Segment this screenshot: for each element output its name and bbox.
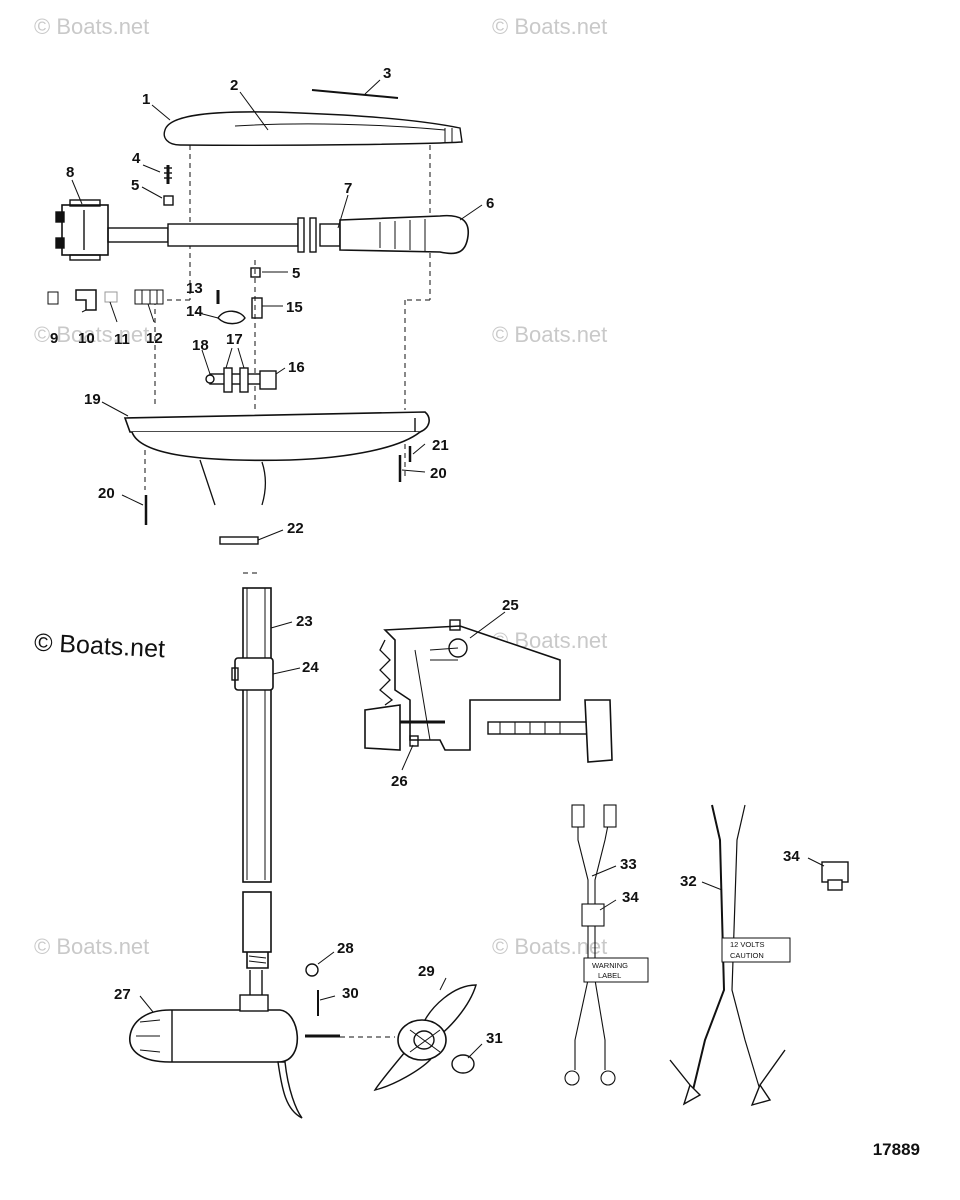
callout-10: 10 — [78, 330, 95, 347]
clamp-bracket — [364, 619, 613, 763]
callout-15: 15 — [286, 299, 303, 316]
tiller-handle — [107, 214, 469, 255]
callout-8: 8 — [66, 164, 74, 181]
speed-switch — [55, 199, 109, 261]
connector-plug — [821, 861, 849, 891]
warning-label-line1: WARNING — [592, 961, 628, 970]
callout-34a: 34 — [622, 889, 639, 906]
callout-33: 33 — [620, 856, 637, 873]
callout-30: 30 — [342, 985, 359, 1002]
callout-24: 24 — [302, 659, 319, 676]
bushing — [163, 195, 174, 206]
watermark: © Boats.net — [492, 14, 608, 39]
hardware-kit — [47, 289, 164, 311]
caution-label-line1: 12 VOLTS — [730, 940, 764, 949]
callout-32: 32 — [680, 873, 697, 890]
watermark: © Boats.net — [34, 934, 150, 959]
spacer — [251, 297, 263, 319]
callout-1: 1 — [142, 91, 150, 108]
propeller — [373, 984, 477, 1092]
caution-label-line2: CAUTION — [730, 951, 764, 960]
callout-14: 14 — [186, 303, 203, 320]
trolling-motor — [129, 994, 340, 1119]
decal-strip — [311, 89, 399, 99]
callout-29: 29 — [418, 963, 435, 980]
callout-2: 2 — [230, 77, 238, 94]
callout-31: 31 — [486, 1030, 503, 1047]
lead-wire — [564, 804, 649, 1086]
callout-5b: 5 — [292, 265, 300, 282]
bushing — [250, 267, 261, 278]
decal — [219, 536, 259, 545]
callout-34b: 34 — [783, 848, 800, 865]
callout-26: 26 — [391, 773, 408, 790]
nut — [305, 963, 319, 977]
bolt-assembly — [205, 367, 277, 393]
lower-housing — [123, 411, 430, 506]
callout-11: 11 — [114, 331, 130, 348]
callout-19: 19 — [84, 391, 101, 408]
callout-5a: 5 — [131, 177, 139, 194]
callout-22: 22 — [287, 520, 304, 537]
callout-28: 28 — [337, 940, 354, 957]
callout-20a: 20 — [98, 485, 115, 502]
callout-3: 3 — [383, 65, 391, 82]
callouts: 1 2 3 4 5 5 6 7 8 9 10 11 12 13 14 15 16… — [50, 65, 800, 1047]
callout-17: 17 — [226, 331, 243, 348]
top-cover — [163, 111, 463, 146]
callout-16: 16 — [288, 359, 305, 376]
prop-nut — [451, 1054, 475, 1074]
leader-lines — [71, 79, 825, 1059]
callout-4: 4 — [132, 150, 141, 167]
callout-7: 7 — [344, 180, 352, 197]
figure-number: 17889 — [872, 1140, 920, 1159]
motor-shaft — [231, 587, 274, 995]
callout-9: 9 — [50, 330, 58, 347]
warning-label-line2: LABEL — [598, 971, 621, 980]
battery-cable — [669, 804, 791, 1107]
callout-20b: 20 — [430, 465, 447, 482]
watermark: © Boats.net — [34, 322, 150, 347]
watermark: © Boats.net — [492, 322, 608, 347]
callout-27: 27 — [114, 986, 131, 1003]
callout-6: 6 — [486, 195, 494, 212]
callout-18: 18 — [192, 337, 209, 354]
callout-12: 12 — [146, 330, 163, 347]
callout-13: 13 — [186, 280, 203, 297]
watermark: © Boats.net — [34, 14, 150, 39]
callout-25: 25 — [502, 597, 519, 614]
screw — [164, 165, 172, 184]
callout-23: 23 — [296, 613, 313, 630]
callout-21: 21 — [432, 437, 449, 454]
clip — [217, 310, 246, 325]
